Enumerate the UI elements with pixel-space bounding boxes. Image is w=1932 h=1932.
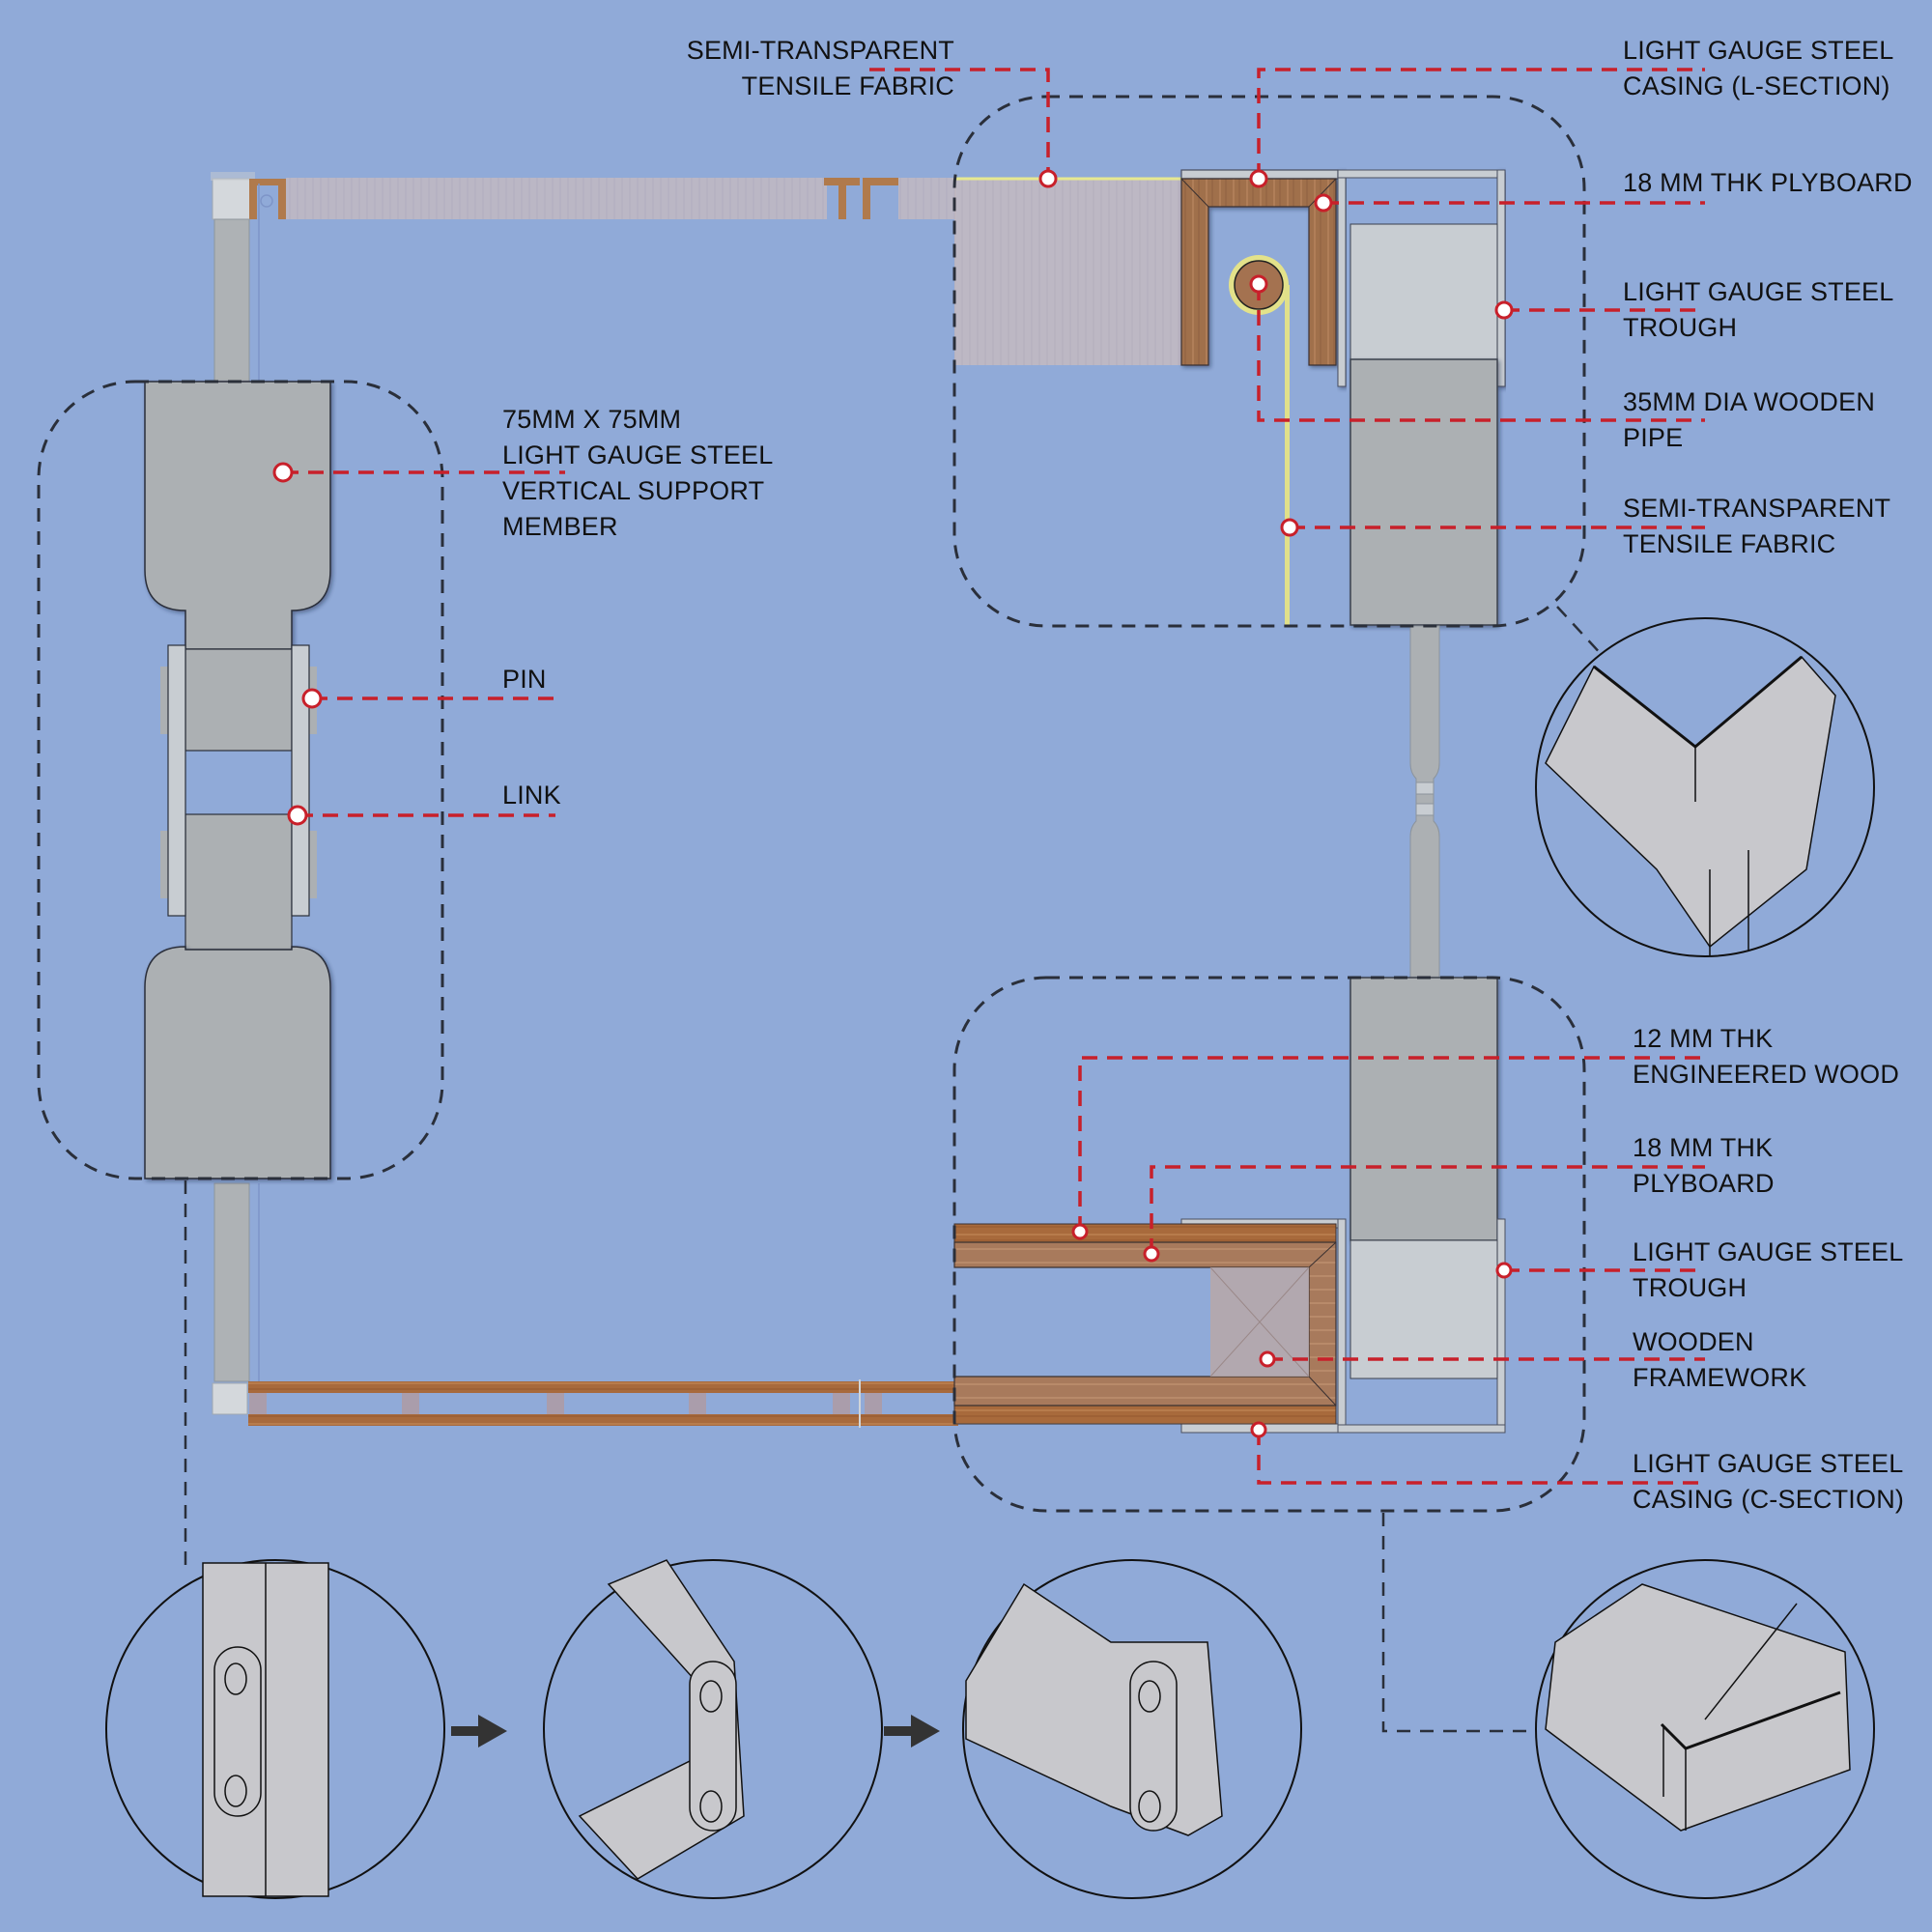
inset-connectors xyxy=(184,606,1605,1733)
label-line: TROUGH xyxy=(1633,1273,1747,1302)
label-wooden-pipe: 35MM DIA WOODEN PIPE xyxy=(1623,384,1875,456)
inset-hinge-straight xyxy=(105,1559,445,1899)
label-line: LIGHT GAUGE STEEL xyxy=(1623,36,1894,65)
label-plyboard-top: 18 MM THK PLYBOARD xyxy=(1623,165,1913,201)
label-line: VERTICAL SUPPORT xyxy=(502,476,765,505)
left-hinge-detail xyxy=(37,380,444,1180)
label-line: 35MM DIA WOODEN xyxy=(1623,387,1876,416)
label-fabric-right: SEMI-TRANSPARENT TENSILE FABRIC xyxy=(1623,491,1890,562)
label-line: LIGHT GAUGE STEEL xyxy=(1623,277,1894,306)
label-casing-l: LIGHT GAUGE STEEL CASING (L-SECTION) xyxy=(1623,33,1893,104)
label-line: 18 MM THK PLYBOARD xyxy=(1623,168,1913,197)
label-link: LINK xyxy=(502,778,561,813)
inset-hinge-folded xyxy=(962,1559,1302,1899)
sequence-arrows xyxy=(451,1715,940,1747)
label-top-fabric: SEMI-TRANSPARENT TENSILE FABRIC xyxy=(667,33,954,104)
label-line: 12 MM THK xyxy=(1633,1024,1774,1053)
label-wooden-framework: WOODEN FRAMEWORK xyxy=(1633,1324,1806,1396)
label-line: LIGHT GAUGE STEEL xyxy=(1633,1237,1904,1266)
inset-corner-top xyxy=(1535,617,1875,957)
label-line: 75MM X 75MM xyxy=(502,405,682,434)
label-line: PIPE xyxy=(1623,423,1684,452)
inset-corner-bottom xyxy=(1535,1559,1875,1899)
leader-pipe xyxy=(1257,285,1705,422)
leader-lines xyxy=(283,68,1705,1485)
label-line: PIN xyxy=(502,665,547,694)
label-line: TROUGH xyxy=(1623,313,1738,342)
label-pin: PIN xyxy=(502,662,547,697)
bottom-right-corner-detail xyxy=(952,976,1586,1513)
label-line: PLYBOARD xyxy=(1633,1169,1775,1198)
leader-dots xyxy=(272,169,1514,1438)
label-line: LIGHT GAUGE STEEL xyxy=(502,440,774,469)
label-casing-c: LIGHT GAUGE STEEL CASING (C-SECTION) xyxy=(1633,1446,1904,1518)
label-line: CASING (L-SECTION) xyxy=(1623,71,1890,100)
label-line: ENGINEERED WOOD xyxy=(1633,1060,1900,1089)
label-trough-top: LIGHT GAUGE STEEL TROUGH xyxy=(1623,274,1893,346)
right-arrow-icon xyxy=(451,1715,507,1747)
label-line: TENSILE FABRIC xyxy=(1623,529,1836,558)
bottom-panel-strip xyxy=(212,1379,958,1428)
top-right-corner-detail xyxy=(952,95,1586,979)
inset-hinge-bending xyxy=(543,1559,883,1899)
right-arrow-icon xyxy=(884,1715,940,1747)
label-line: LINK xyxy=(502,781,561,810)
label-line: MEMBER xyxy=(502,512,618,541)
label-line: LIGHT GAUGE STEEL xyxy=(1633,1449,1904,1478)
label-line: WOODEN xyxy=(1633,1327,1754,1356)
label-support-member: 75MM X 75MM LIGHT GAUGE STEEL VERTICAL S… xyxy=(502,402,773,545)
label-trough-bottom: LIGHT GAUGE STEEL TROUGH xyxy=(1633,1235,1903,1306)
label-line: SEMI-TRANSPARENT xyxy=(1623,494,1891,523)
leader-top-fabric xyxy=(869,68,1050,179)
leader-ply-bottom xyxy=(1150,1165,1705,1254)
label-engineered-wood: 12 MM THK ENGINEERED WOOD xyxy=(1633,1021,1899,1093)
label-plyboard-bottom: 18 MM THK PLYBOARD xyxy=(1633,1130,1775,1202)
leader-casing-c xyxy=(1257,1430,1705,1485)
label-line: SEMI-TRANSPARENT xyxy=(686,36,954,65)
leader-eng-wood xyxy=(1078,1056,1705,1232)
leader-casing-l xyxy=(1257,68,1705,179)
label-line: TENSILE FABRIC xyxy=(741,71,954,100)
top-panel-strip xyxy=(211,172,956,1382)
label-line: FRAMEWORK xyxy=(1633,1363,1807,1392)
label-line: 18 MM THK xyxy=(1633,1133,1774,1162)
label-line: CASING (C-SECTION) xyxy=(1633,1485,1905,1514)
